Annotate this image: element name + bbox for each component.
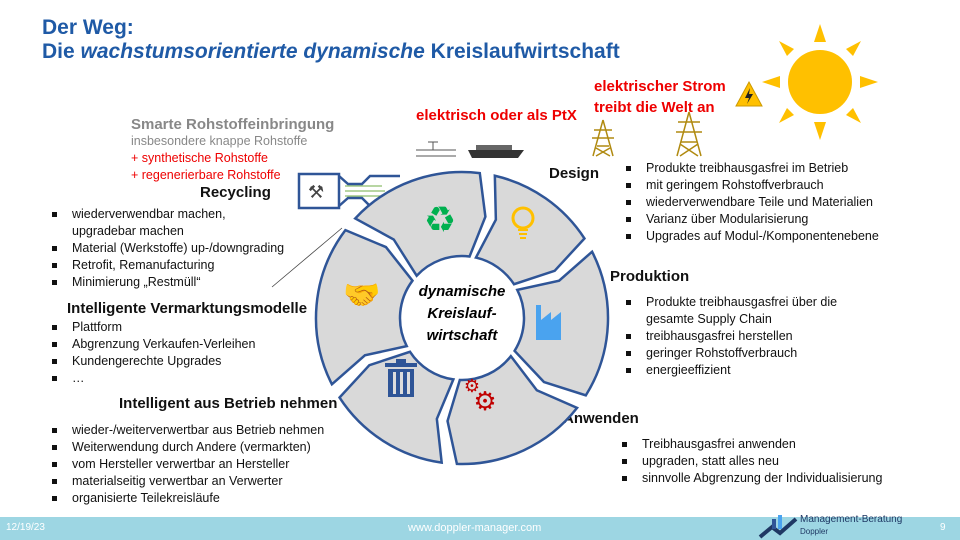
t-pre: Die: [42, 40, 81, 63]
page-number: 9: [940, 522, 946, 533]
list-item: wiederverwendbare Teile und Materialien: [624, 194, 879, 211]
list-item: Treibhausgasfrei anwenden: [620, 436, 882, 453]
list-item: Varianz über Modularisierung: [624, 211, 879, 228]
smart-sub: insbesondere knappe Rohstoffe: [131, 134, 308, 148]
lightbulb-icon: [511, 206, 535, 239]
slide-title: Der Weg: Die wachstumsorientierte dynami…: [42, 16, 620, 64]
recycling-heading: Recycling: [200, 184, 271, 201]
list-item: Minimierung „Restmüll“: [50, 274, 284, 291]
list-item: treibhausgasfrei herstellen: [624, 328, 837, 345]
smart-heading: Smarte Rohstoffeinbringung: [131, 116, 335, 133]
list-item: wiederverwendbar machen,: [50, 206, 284, 223]
list-item: Material (Werkstoffe) up-/downgrading: [50, 240, 284, 257]
list-item: geringer Rohstoffverbrauch: [624, 345, 837, 362]
gears-icon: ⚙: [473, 386, 496, 416]
list-item: organisierte Teilekreisläufe: [50, 490, 324, 507]
list-item: Retrofit, Remanufacturing: [50, 257, 284, 274]
list-item: mit geringem Rohstoffverbrauch: [624, 177, 879, 194]
title-line2: Die wachstumsorientierte dynamische Krei…: [42, 40, 620, 64]
smart-add1: + synthetische Rohstoffe: [131, 151, 269, 165]
cycle-segment: [446, 354, 580, 466]
list-item: Kundengerechte Upgrades: [50, 353, 255, 370]
company-logo-icon: [758, 515, 798, 539]
strom2: treibt die Welt an: [594, 99, 715, 116]
list-item: sinnvolle Abgrenzung der Individualisier…: [620, 470, 882, 487]
list-item: Abgrenzung Verkaufen-Verleihen: [50, 336, 255, 353]
sun-icon: [762, 24, 878, 140]
list-item: vom Hersteller verwertbar an Hersteller: [50, 456, 324, 473]
factory-icon: [536, 305, 561, 340]
list-item: upgraden, statt alles neu: [620, 453, 882, 470]
cycle-segment: [474, 174, 587, 286]
betrieb-list: wieder-/weiterverwertbar aus Betrieb neh…: [50, 422, 324, 507]
vermarktung-list: Plattform Abgrenzung Verkaufen-Verleihen…: [50, 319, 255, 387]
center-l3: wirtschaft: [427, 327, 499, 344]
cycle-segment: [337, 350, 456, 465]
cycle-segment: [353, 170, 487, 278]
list-item: gesamte Supply Chain: [646, 312, 772, 326]
list-item: Plattform: [50, 319, 255, 336]
recycling-list: wiederverwendbar machen, upgradebar mach…: [50, 206, 284, 291]
list-item: Produkte treibhausgasfrei über die: [624, 294, 837, 311]
list-item: Weiterwendung durch Andere (vermarkten): [50, 439, 324, 456]
vermarktung-heading: Intelligente Vermarktungsmodelle: [67, 300, 308, 317]
mining-box: [297, 172, 341, 210]
t-post: Kreislaufwirtschaft: [424, 40, 620, 63]
list-item: wieder-/weiterverwertbar aus Betrieb neh…: [50, 422, 324, 439]
footer: 12/19/23 www.doppler-manager.com Managem…: [0, 514, 960, 540]
title-line1: Der Weg:: [42, 16, 134, 39]
list-item: …: [50, 370, 255, 387]
high-voltage-icon: [735, 80, 763, 107]
gears-icon-small: ⚙: [464, 376, 480, 396]
pipeline-ship-icon: [416, 141, 524, 158]
design-heading: Design: [549, 165, 600, 182]
produktion-list: Produkte treibhausgasfrei über die gesam…: [624, 294, 837, 379]
footer-url[interactable]: www.doppler-manager.com: [408, 522, 542, 534]
smart-add2: + regenerierbare Rohstoffe: [131, 168, 281, 182]
list-item: energieeffizient: [624, 362, 837, 379]
strom-text: elektrischer Strom treibt die Welt an: [594, 76, 726, 118]
logo-text: Management-Beratung: [800, 514, 903, 525]
recycle-icon: ♻: [424, 199, 456, 240]
betrieb-heading: Intelligent aus Betrieb nehmen: [119, 395, 338, 412]
list-item: Upgrades auf Modul-/Komponentenebene: [624, 228, 879, 245]
handshake-icon: 🤝: [343, 279, 380, 312]
smart-section: Smarte Rohstoffeinbringung insbesondere …: [131, 116, 334, 184]
strom1: elektrischer Strom: [594, 78, 726, 95]
design-list: Produkte treibhausgasfrei im Betrieb mit…: [624, 160, 879, 245]
produktion-heading: Produktion: [610, 268, 690, 285]
cycle-segment: [314, 228, 415, 387]
hammer-pick-icon: ⚒: [308, 182, 324, 202]
cycle-segment: [513, 249, 610, 397]
list-item: Produkte treibhausgasfrei im Betrieb: [624, 160, 879, 177]
list-item: materialseitig verwertbar an Verwerter: [50, 473, 324, 490]
ptx-text: elektrisch oder als PtX: [416, 107, 577, 124]
list-item: upgradebar machen: [72, 224, 184, 238]
anwenden-heading: Anwenden: [563, 410, 639, 427]
center-l2: Kreislauf-: [427, 305, 496, 322]
footer-date: 12/19/23: [6, 522, 45, 533]
trash-icon: [385, 359, 417, 397]
center-l1: dynamische: [419, 283, 506, 300]
t-em: wachstumsorientierte dynamische: [80, 40, 425, 63]
power-pylon-icon: [592, 119, 614, 157]
logo-sub: Doppler: [800, 527, 829, 536]
power-pylon-icon: [676, 111, 702, 157]
anwenden-list: Treibhausgasfrei anwenden upgraden, stat…: [620, 436, 882, 487]
